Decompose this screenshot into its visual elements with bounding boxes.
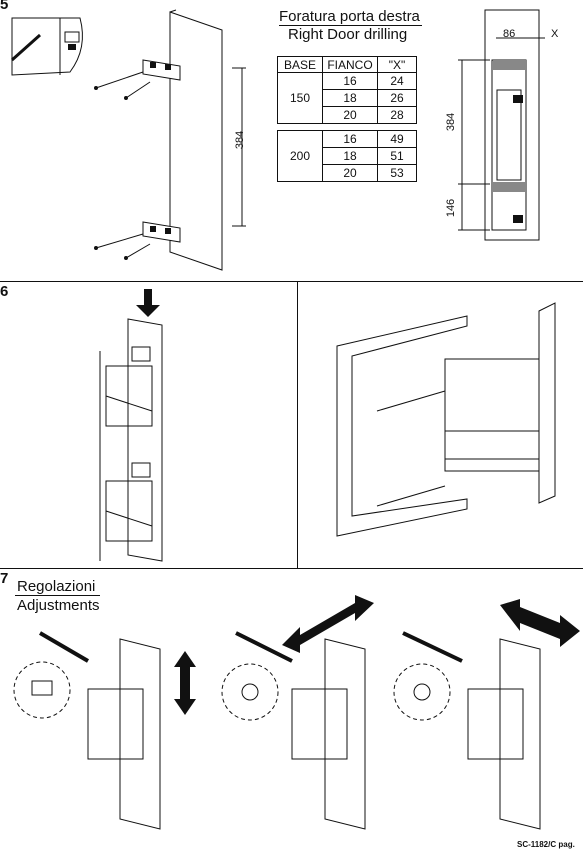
fianco-cell: 16 bbox=[322, 130, 378, 148]
x-cell: 24 bbox=[377, 72, 417, 90]
dimension-384-side: 384 bbox=[445, 112, 458, 132]
table-row: 150 16 24 bbox=[277, 72, 417, 124]
drilling-table: BASE FIANCO "X" 150 16 24 18 26 20 28 20… bbox=[277, 56, 417, 182]
table-row: 20 53 bbox=[278, 164, 417, 182]
step-number-6: 6 bbox=[0, 283, 9, 300]
page-reference: SC-1182/C pag. bbox=[517, 840, 575, 849]
dimension-x-label: X bbox=[551, 28, 559, 40]
header-x: "X" bbox=[377, 56, 417, 73]
header-base: BASE bbox=[277, 56, 323, 73]
adjust-title-it: Regolazioni bbox=[17, 578, 96, 595]
x-cell: 26 bbox=[377, 89, 417, 107]
dimension-86: 86 bbox=[503, 28, 516, 40]
x-cell: 49 bbox=[377, 130, 417, 148]
step-number-7: 7 bbox=[0, 570, 9, 587]
adjustment-illustrations bbox=[13, 595, 580, 830]
title-underline bbox=[279, 25, 422, 26]
fianco-cell: 18 bbox=[322, 147, 378, 165]
screw-detail-inset bbox=[11, 9, 545, 271]
header-fianco: FIANCO bbox=[322, 56, 378, 73]
section-divider bbox=[0, 568, 583, 569]
fianco-cell: 20 bbox=[322, 164, 378, 182]
x-cell: 28 bbox=[377, 106, 417, 124]
title-underline bbox=[15, 595, 100, 596]
drilling-title-it: Foratura porta destra bbox=[279, 8, 420, 25]
fianco-cell: 18 bbox=[322, 89, 378, 107]
table-row: 18 26 bbox=[278, 89, 417, 107]
step-number-5: 5 bbox=[0, 0, 9, 13]
fianco-cell: 16 bbox=[322, 72, 378, 90]
section-divider bbox=[0, 281, 583, 282]
x-cell: 53 bbox=[377, 164, 417, 182]
assembly-illustration-left bbox=[99, 289, 163, 562]
dimension-384-door: 384 bbox=[234, 130, 247, 150]
table-header-row: BASE FIANCO "X" bbox=[277, 56, 417, 73]
table-row: 200 16 49 bbox=[277, 130, 417, 182]
dimension-146-side: 146 bbox=[445, 198, 458, 218]
section-divider bbox=[297, 281, 298, 568]
base-cell: 150 bbox=[277, 72, 323, 124]
table-spacer-row bbox=[277, 123, 417, 131]
adjust-title-en: Adjustments bbox=[17, 597, 100, 614]
fianco-cell: 20 bbox=[322, 106, 378, 124]
base-cell: 200 bbox=[277, 130, 323, 182]
assembly-illustration-right bbox=[336, 302, 556, 537]
drilling-title-en: Right Door drilling bbox=[288, 26, 408, 43]
x-cell: 51 bbox=[377, 147, 417, 165]
